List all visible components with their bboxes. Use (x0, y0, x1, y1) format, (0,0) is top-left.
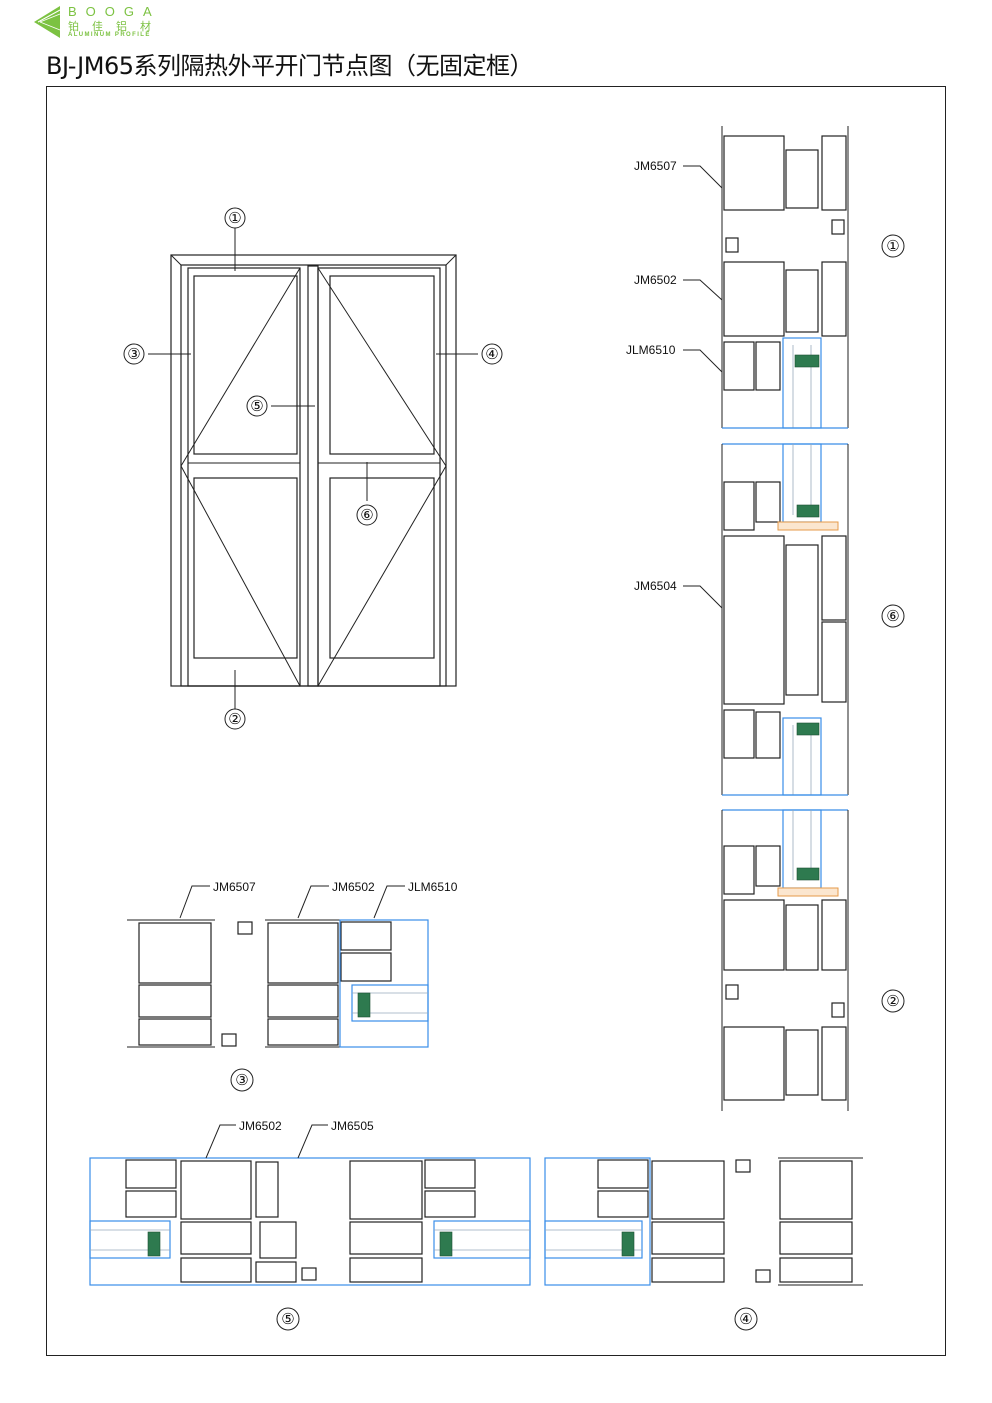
page-title: BJ-JM65系列隔热外平开门节点图（无固定框） (46, 52, 534, 80)
section-callout-4: ④ (739, 1310, 752, 1328)
section-5-labels: JM6502 JM6505 ⑤ (205, 1119, 374, 1331)
sheet-border (46, 86, 946, 1356)
label-jm6502: JM6502 (239, 1119, 282, 1133)
logo-english: ALUMINUM PROFILE (68, 32, 151, 38)
callout-4: ④ (485, 345, 498, 363)
section-callout-1: ① (886, 237, 899, 255)
label-jlm6510: JLM6510 (408, 880, 458, 894)
callout-3: ③ (127, 345, 140, 363)
section-callout-3: ③ (235, 1071, 248, 1089)
horizontal-section-5 (89, 1157, 531, 1286)
callout-5: ⑤ (250, 397, 263, 415)
label-jm6502: JM6502 (634, 273, 677, 287)
logo-word: BOOGA (68, 4, 161, 19)
callout-1: ① (228, 209, 241, 227)
callout-2: ② (228, 710, 241, 728)
section-3-labels: JM6507 JM6502 JLM6510 ③ (179, 880, 458, 1092)
horizontal-section-4: ④ (544, 1157, 863, 1331)
horizontal-section-3 (127, 919, 429, 1048)
door-elevation (170, 254, 457, 687)
section-callout-5: ⑤ (281, 1310, 294, 1328)
label-jm6502: JM6502 (332, 880, 375, 894)
vertical-section (721, 126, 849, 1111)
section-callout-2: ② (886, 992, 899, 1010)
section-callout-6: ⑥ (886, 607, 899, 625)
label-jlm6510: JLM6510 (626, 343, 676, 357)
label-jm6504: JM6504 (634, 579, 677, 593)
logo-mark-icon (34, 6, 61, 38)
logo-chinese: 铂佳铝材 (68, 20, 164, 33)
label-jm6507: JM6507 (634, 159, 677, 173)
label-jm6507: JM6507 (213, 880, 256, 894)
callout-6: ⑥ (360, 506, 373, 524)
vertical-section-labels: JM6507 JM6502 JLM6510 JM6504 ① ⑥ ② (626, 159, 905, 1013)
elevation-callouts: ① ② ③ ④ ⑤ ⑥ (123, 207, 503, 730)
label-jm6505: JM6505 (331, 1119, 374, 1133)
